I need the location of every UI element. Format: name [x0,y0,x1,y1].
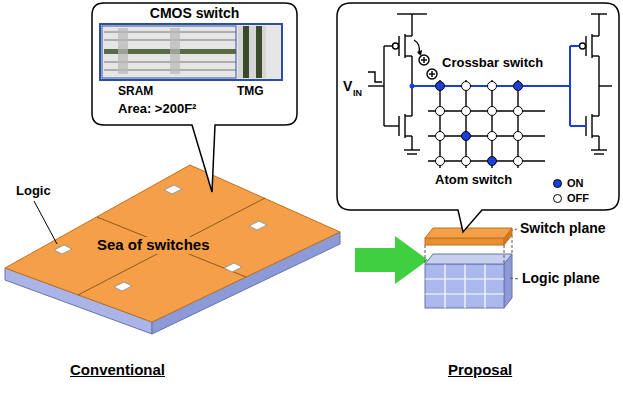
switch-plane-conventional: Sea of switches [93,236,214,256]
legend-text: ON [567,177,584,189]
area-note: Area: >200F² [118,102,196,116]
part-name: Atom switch [435,173,512,187]
part-name: SRAM [118,85,153,98]
plane-name: Sea of switches [95,237,212,254]
callout-title: Crossbar switch [442,56,543,70]
part-name: Logic plane [522,271,600,286]
cmos-switch-callout: CMOS switchSRAM TMG Area: >200F² [92,3,297,125]
legend-dot [553,179,562,188]
callout-title: CMOS switch [150,6,239,21]
caption-label: Conventional [70,362,165,379]
legend-text: OFF [567,192,589,204]
legend-dot [553,194,562,203]
signal-subscript: IN [353,89,362,99]
part-name: Logic [16,184,51,198]
part-name: TMG [237,85,264,98]
part-name: Switch plane [520,221,606,236]
signal-name: V [343,79,352,94]
caption-label: Proposal [448,362,512,379]
